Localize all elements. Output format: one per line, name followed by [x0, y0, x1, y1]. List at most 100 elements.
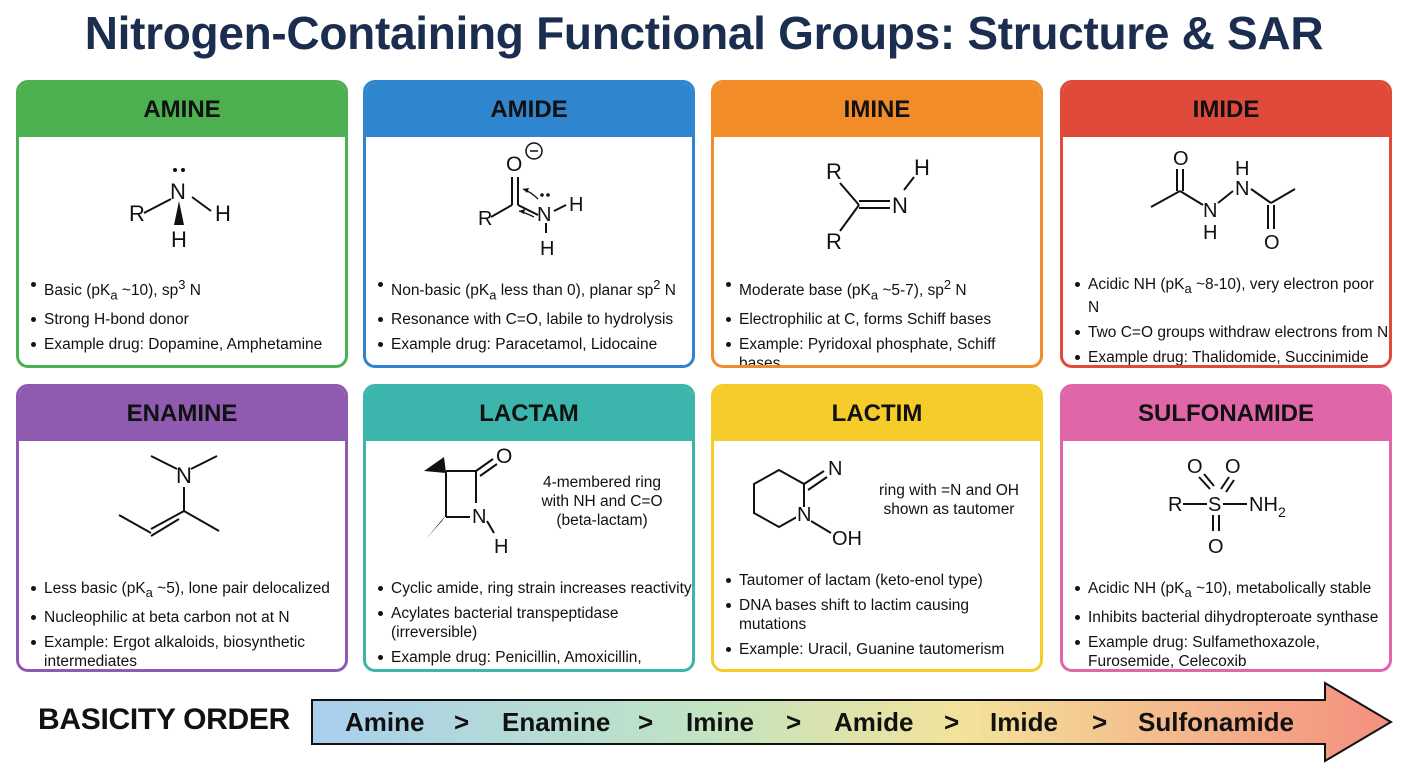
order-separator: >: [1092, 707, 1108, 737]
lactim-structure-svg: N N OH: [753, 458, 862, 550]
bullet: Tautomer of lactam (keto-enol type): [724, 571, 1040, 590]
card-title: IMINE: [714, 83, 1040, 137]
svg-text:H: H: [914, 155, 930, 180]
svg-text:N: N: [828, 458, 842, 480]
bullet: Example drug: Thalidomide, Succinimide: [1073, 348, 1389, 365]
svg-text:O: O: [1264, 232, 1280, 254]
card-title: ENAMINE: [19, 387, 345, 441]
svg-text:R: R: [478, 208, 492, 230]
card-amide: AMIDE O R N H H Non-basic (pKa less than…: [363, 80, 695, 368]
basicity-arrow-shape: [311, 681, 1393, 763]
svg-text:N: N: [176, 463, 192, 488]
bullet: Inhibits bacterial dihydropteroate synth…: [1073, 608, 1389, 627]
svg-text:N: N: [797, 504, 811, 526]
bullet: Resonance with C=O, labile to hydrolysis: [376, 310, 692, 329]
order-item-amine: Amine: [345, 707, 425, 737]
enamine-structure-svg: N: [118, 455, 220, 537]
order-item-amide: Amide: [834, 707, 914, 737]
svg-text:R: R: [826, 159, 842, 184]
lactim-note: ring with =N and OH shown as tautomer: [879, 482, 1019, 518]
card-imide: IMIDE O N H H N O Acidic NH (pKa ~8-10),…: [1060, 80, 1392, 368]
order-separator: >: [944, 707, 960, 737]
svg-text:O: O: [1173, 148, 1189, 170]
svg-text:H: H: [569, 194, 583, 216]
imine-structure: R R N H: [714, 137, 1040, 272]
imide-structure: O N H H N O: [1063, 137, 1389, 272]
bullet: Non-basic (pKa less than 0), planar sp2 …: [376, 275, 692, 304]
amide-bullets: Non-basic (pKa less than 0), planar sp2 …: [376, 275, 692, 360]
svg-text:2: 2: [1278, 504, 1286, 520]
bullet: Electrophilic at C, forms Schiff bases: [724, 310, 1040, 329]
card-title: AMINE: [19, 83, 345, 137]
bullet: Acylates bacterial transpeptidase (irrev…: [376, 604, 692, 642]
svg-text:H: H: [1235, 158, 1249, 180]
lactim-bullets: Tautomer of lactam (keto-enol type) DNA …: [724, 571, 1040, 665]
svg-text:N: N: [1235, 178, 1249, 200]
svg-text:H: H: [171, 227, 187, 252]
bullet: Nucleophilic at beta carbon not at N: [29, 608, 345, 627]
bullet: Example: Ergot alkaloids, biosynthetic i…: [29, 633, 345, 669]
amine-bullets: Basic (pKa ~10), sp3 N Strong H-bond don…: [29, 275, 345, 360]
order-item-sulfonamide: Sulfonamide: [1138, 707, 1295, 737]
lactam-structure: O N H: [366, 441, 692, 576]
svg-text:N: N: [537, 204, 551, 226]
card-title: IMIDE: [1063, 83, 1389, 137]
bullet: Acidic NH (pKa ~8-10), very electron poo…: [1073, 275, 1389, 317]
lactam-note: 4-membered ring with NH and C=O (beta-la…: [541, 474, 663, 529]
bullet: Cyclic amide, ring strain increases reac…: [376, 579, 692, 598]
svg-text:O: O: [1187, 456, 1203, 478]
card-amine: AMINE R N H H Basic (pKa ~10), sp3 N Str…: [16, 80, 348, 368]
card-sulfonamide: SULFONAMIDE O O R S NH 2 O Acidic NH (pK…: [1060, 384, 1392, 672]
bullet: Example: Uracil, Guanine tautomerism: [724, 640, 1040, 659]
imine-structure-svg: R R N H: [826, 155, 930, 254]
enamine-bullets: Less basic (pKa ~5), lone pair delocaliz…: [29, 579, 345, 669]
lactam-structure-svg: O N H: [424, 445, 512, 558]
svg-text:O: O: [1208, 536, 1224, 558]
order-separator: >: [454, 707, 470, 737]
bullet: DNA bases shift to lactim causing mutati…: [724, 596, 1040, 634]
sulfonamide-bullets: Acidic NH (pKa ~10), metabolically stabl…: [1073, 579, 1389, 669]
imide-structure-svg: O N H H N O: [1150, 148, 1296, 254]
basicity-arrow: Amine > Enamine > Imine > Amide > Imide …: [310, 680, 1395, 764]
svg-text:R: R: [129, 201, 145, 226]
bullet: Basic (pKa ~10), sp3 N: [29, 275, 345, 304]
bullet: Moderate base (pKa ~5-7), sp2 N: [724, 275, 1040, 304]
svg-text:O: O: [496, 445, 512, 468]
card-lactam: LACTAM O N H 4-membered ring with NH and…: [363, 384, 695, 672]
bullet: Less basic (pKa ~5), lone pair delocaliz…: [29, 579, 345, 602]
order-item-imide: Imide: [990, 707, 1058, 737]
card-lactim: LACTIM N N OH ring with =N and OH shown …: [711, 384, 1043, 672]
svg-text:H: H: [1203, 222, 1217, 244]
amide-structure-svg: O R N H H: [478, 142, 583, 260]
card-title: LACTAM: [366, 387, 692, 441]
sulfonamide-structure: O O R S NH 2 O: [1063, 441, 1389, 576]
bullet: Example drug: Dopamine, Amphetamine: [29, 335, 345, 354]
svg-text:R: R: [826, 229, 842, 254]
card-title: SULFONAMIDE: [1063, 387, 1389, 441]
bullet: Two C=O groups withdraw electrons from N: [1073, 323, 1389, 342]
card-title: LACTIM: [714, 387, 1040, 441]
card-title: AMIDE: [366, 83, 692, 137]
svg-text:H: H: [540, 238, 554, 260]
sulfonamide-structure-svg: O O R S NH 2 O: [1168, 456, 1286, 558]
bullet: Example drug: Penicillin, Amoxicillin, C…: [376, 648, 692, 669]
order-separator: >: [786, 707, 802, 737]
svg-text:N: N: [472, 506, 486, 528]
page-title: Nitrogen-Containing Functional Groups: S…: [84, 7, 1324, 59]
svg-text:NH: NH: [1249, 494, 1278, 516]
card-enamine: ENAMINE N Less basic (pKa ~5), lone pair…: [16, 384, 348, 672]
imine-bullets: Moderate base (pKa ~5-7), sp2 N Electrop…: [724, 275, 1040, 365]
svg-text:N: N: [1203, 200, 1217, 222]
svg-text:H: H: [215, 201, 231, 226]
bullet: Strong H-bond donor: [29, 310, 345, 329]
svg-text:O: O: [506, 153, 522, 176]
card-imine: IMINE R R N H Moderate base (pKa ~5-7), …: [711, 80, 1043, 368]
amine-structure: R N H H: [19, 137, 345, 272]
amide-structure: O R N H H: [366, 137, 692, 272]
svg-text:N: N: [892, 193, 908, 218]
amine-structure-svg: R N H H: [129, 168, 231, 252]
order-item-imine: Imine: [686, 707, 754, 737]
enamine-structure: N: [19, 441, 345, 576]
svg-text:O: O: [1225, 456, 1241, 478]
svg-text:S: S: [1208, 494, 1221, 516]
